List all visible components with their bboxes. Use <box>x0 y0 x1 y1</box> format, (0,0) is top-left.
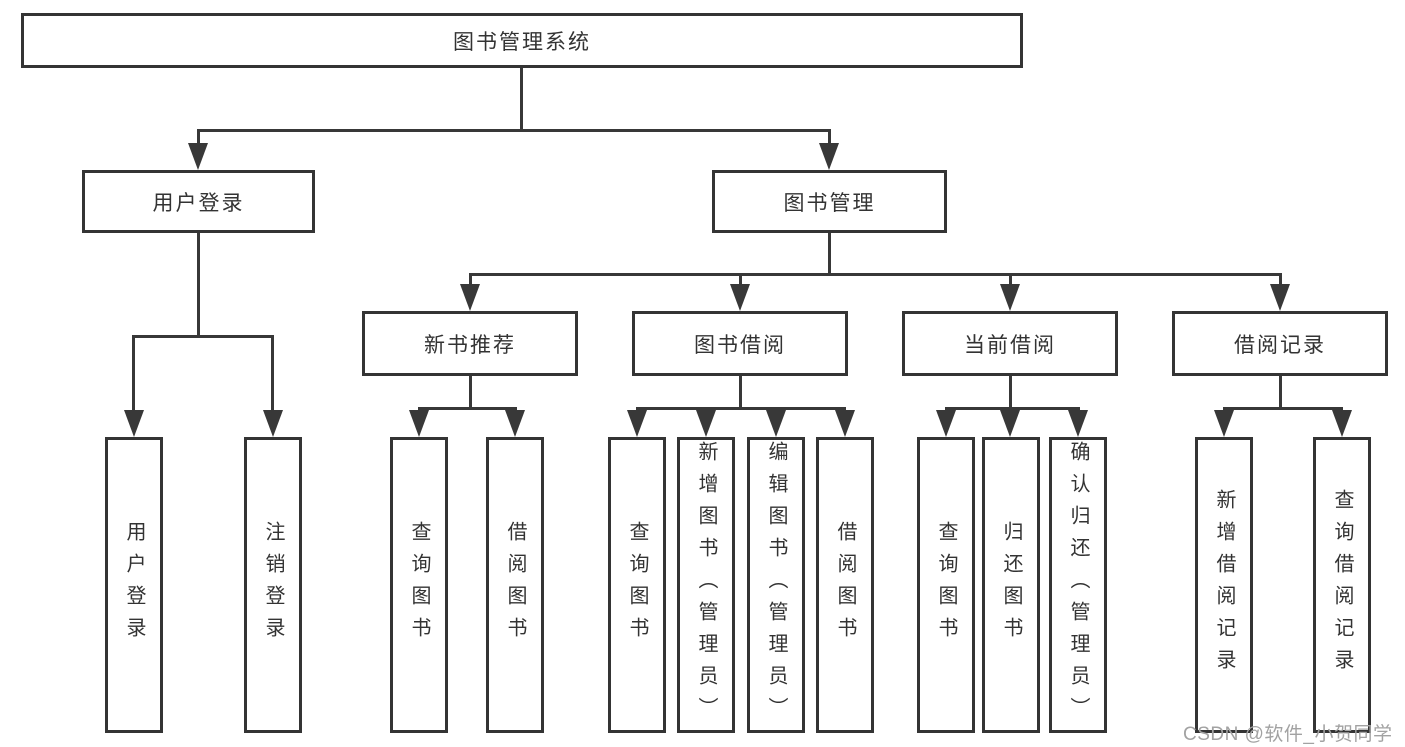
arrow-down-icon <box>1214 410 1234 437</box>
node-leaf-query-book-1: 查询图书 <box>390 437 448 733</box>
connector-line <box>271 335 274 413</box>
arrow-down-icon <box>936 410 956 437</box>
node-leaf-query-borrow-record: 查询借阅记录 <box>1313 437 1371 733</box>
arrow-down-icon <box>460 284 480 311</box>
node-new-book-recommend-label: 新书推荐 <box>424 333 516 357</box>
connector-line <box>418 407 517 410</box>
node-leaf-query-book-3-label: 查询图书 <box>935 521 957 649</box>
node-leaf-add-borrow-record-label: 新增借阅记录 <box>1213 489 1235 681</box>
connector-line <box>469 376 472 407</box>
arrow-down-icon <box>696 410 716 437</box>
node-leaf-add-borrow-record: 新增借阅记录 <box>1195 437 1253 733</box>
connector-line <box>197 129 831 132</box>
connector-line <box>197 129 200 146</box>
node-leaf-logout-label: 注销登录 <box>262 521 284 649</box>
csdn-watermark: CSDN @软件_小贺同学 <box>1183 724 1393 745</box>
node-current-borrow-label: 当前借阅 <box>964 333 1056 357</box>
node-leaf-logout: 注销登录 <box>244 437 302 733</box>
arrow-down-icon <box>835 410 855 437</box>
arrow-down-icon <box>766 410 786 437</box>
node-leaf-return-book: 归还图书 <box>982 437 1040 733</box>
connector-line <box>132 335 135 413</box>
connector-line <box>828 129 831 146</box>
node-leaf-query-book-1-label: 查询图书 <box>408 521 430 649</box>
connector-line <box>1279 273 1282 287</box>
arrow-down-icon <box>505 410 525 437</box>
node-leaf-query-book-2-label: 查询图书 <box>626 521 648 649</box>
node-library-system-label: 图书管理系统 <box>453 30 591 54</box>
node-borrow-record: 借阅记录 <box>1172 311 1388 376</box>
connector-line <box>828 233 831 273</box>
connector-line <box>469 273 472 287</box>
connector-line <box>197 233 200 335</box>
connector-line <box>1009 376 1012 407</box>
connector-line <box>132 335 274 338</box>
arrow-down-icon <box>1000 284 1020 311</box>
node-current-borrow: 当前借阅 <box>902 311 1118 376</box>
node-book-borrow-label: 图书借阅 <box>694 333 786 357</box>
arrow-down-icon <box>124 410 144 437</box>
connector-line <box>636 407 846 410</box>
arrow-down-icon <box>1000 410 1020 437</box>
arrow-down-icon <box>1270 284 1290 311</box>
node-new-book-recommend: 新书推荐 <box>362 311 578 376</box>
arrow-down-icon <box>819 143 839 170</box>
node-leaf-query-borrow-record-label: 查询借阅记录 <box>1331 489 1353 681</box>
node-user-login-label: 用户登录 <box>152 191 245 215</box>
node-borrow-record-label: 借阅记录 <box>1234 333 1326 357</box>
node-leaf-add-book-admin-label: 新增图书（管理员） <box>695 441 717 729</box>
arrow-down-icon <box>409 410 429 437</box>
node-leaf-borrow-book-2: 借阅图书 <box>816 437 874 733</box>
connector-line <box>1009 273 1012 287</box>
arrow-down-icon <box>627 410 647 437</box>
node-leaf-borrow-book-1-label: 借阅图书 <box>504 521 526 649</box>
node-leaf-edit-book-admin-label: 编辑图书（管理员） <box>765 441 787 729</box>
node-library-system: 图书管理系统 <box>21 13 1023 68</box>
arrow-down-icon <box>263 410 283 437</box>
node-book-management-label: 图书管理 <box>783 191 876 215</box>
node-leaf-borrow-book-1: 借阅图书 <box>486 437 544 733</box>
node-book-borrow: 图书借阅 <box>632 311 848 376</box>
arrow-down-icon <box>1332 410 1352 437</box>
node-leaf-user-login-label: 用户登录 <box>123 521 145 649</box>
connector-line <box>945 407 1080 410</box>
arrow-down-icon <box>1068 410 1088 437</box>
connector-line <box>739 273 742 287</box>
node-leaf-query-book-3: 查询图书 <box>917 437 975 733</box>
node-book-management: 图书管理 <box>712 170 947 233</box>
node-leaf-add-book-admin: 新增图书（管理员） <box>677 437 735 733</box>
arrow-down-icon <box>188 143 208 170</box>
node-leaf-user-login: 用户登录 <box>105 437 163 733</box>
connector-line <box>739 376 742 407</box>
node-leaf-confirm-return-admin: 确认归还（管理员） <box>1049 437 1107 733</box>
connector-line <box>1279 376 1282 407</box>
connector-line <box>469 273 1282 276</box>
node-leaf-borrow-book-2-label: 借阅图书 <box>834 521 856 649</box>
node-leaf-return-book-label: 归还图书 <box>1000 521 1022 649</box>
node-leaf-edit-book-admin: 编辑图书（管理员） <box>747 437 805 733</box>
connector-line <box>1223 407 1343 410</box>
node-leaf-query-book-2: 查询图书 <box>608 437 666 733</box>
connector-line <box>520 68 523 129</box>
arrow-down-icon <box>730 284 750 311</box>
node-user-login: 用户登录 <box>82 170 315 233</box>
node-leaf-confirm-return-admin-label: 确认归还（管理员） <box>1067 441 1089 729</box>
